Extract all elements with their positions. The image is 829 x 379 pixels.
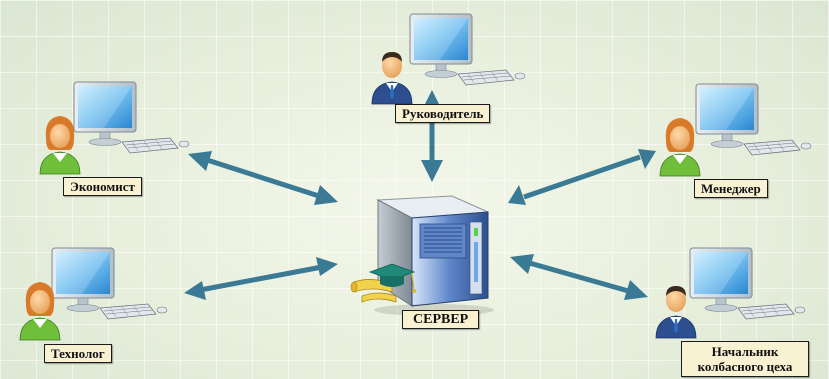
workstation-sales-manager [659, 83, 812, 177]
label-shop-head-line2: колбасного цеха [697, 359, 793, 374]
label-shop-head: Начальник колбасного цеха [681, 341, 809, 377]
connection-arrows [184, 90, 656, 300]
person-icon [371, 51, 413, 105]
label-sales-manager: Менеджер [694, 179, 768, 198]
computer-icon [695, 83, 812, 156]
label-technologist: Технолог [44, 344, 112, 363]
arrow-server-to-economist [188, 151, 338, 205]
graduation-cap-icon [350, 263, 416, 303]
workstation-technologist [19, 247, 168, 341]
arrow-server-to-shop-head [510, 254, 648, 300]
computer-icon [689, 247, 806, 320]
computer-icon [51, 247, 168, 320]
workstation-economist [39, 81, 190, 175]
label-shop-head-line1: Начальник [711, 344, 779, 359]
person-icon [659, 117, 701, 177]
arrow-server-to-technologist [184, 257, 338, 300]
workstation-director [371, 13, 526, 105]
label-economist: Экономист [63, 177, 142, 196]
label-director: Руководитель [395, 104, 491, 123]
computer-icon [409, 13, 526, 86]
computer-icon [73, 81, 190, 154]
label-server: СЕРВЕР [402, 310, 480, 329]
arrow-server-to-sales-manager [508, 149, 656, 205]
workstation-shop-head [655, 247, 806, 339]
